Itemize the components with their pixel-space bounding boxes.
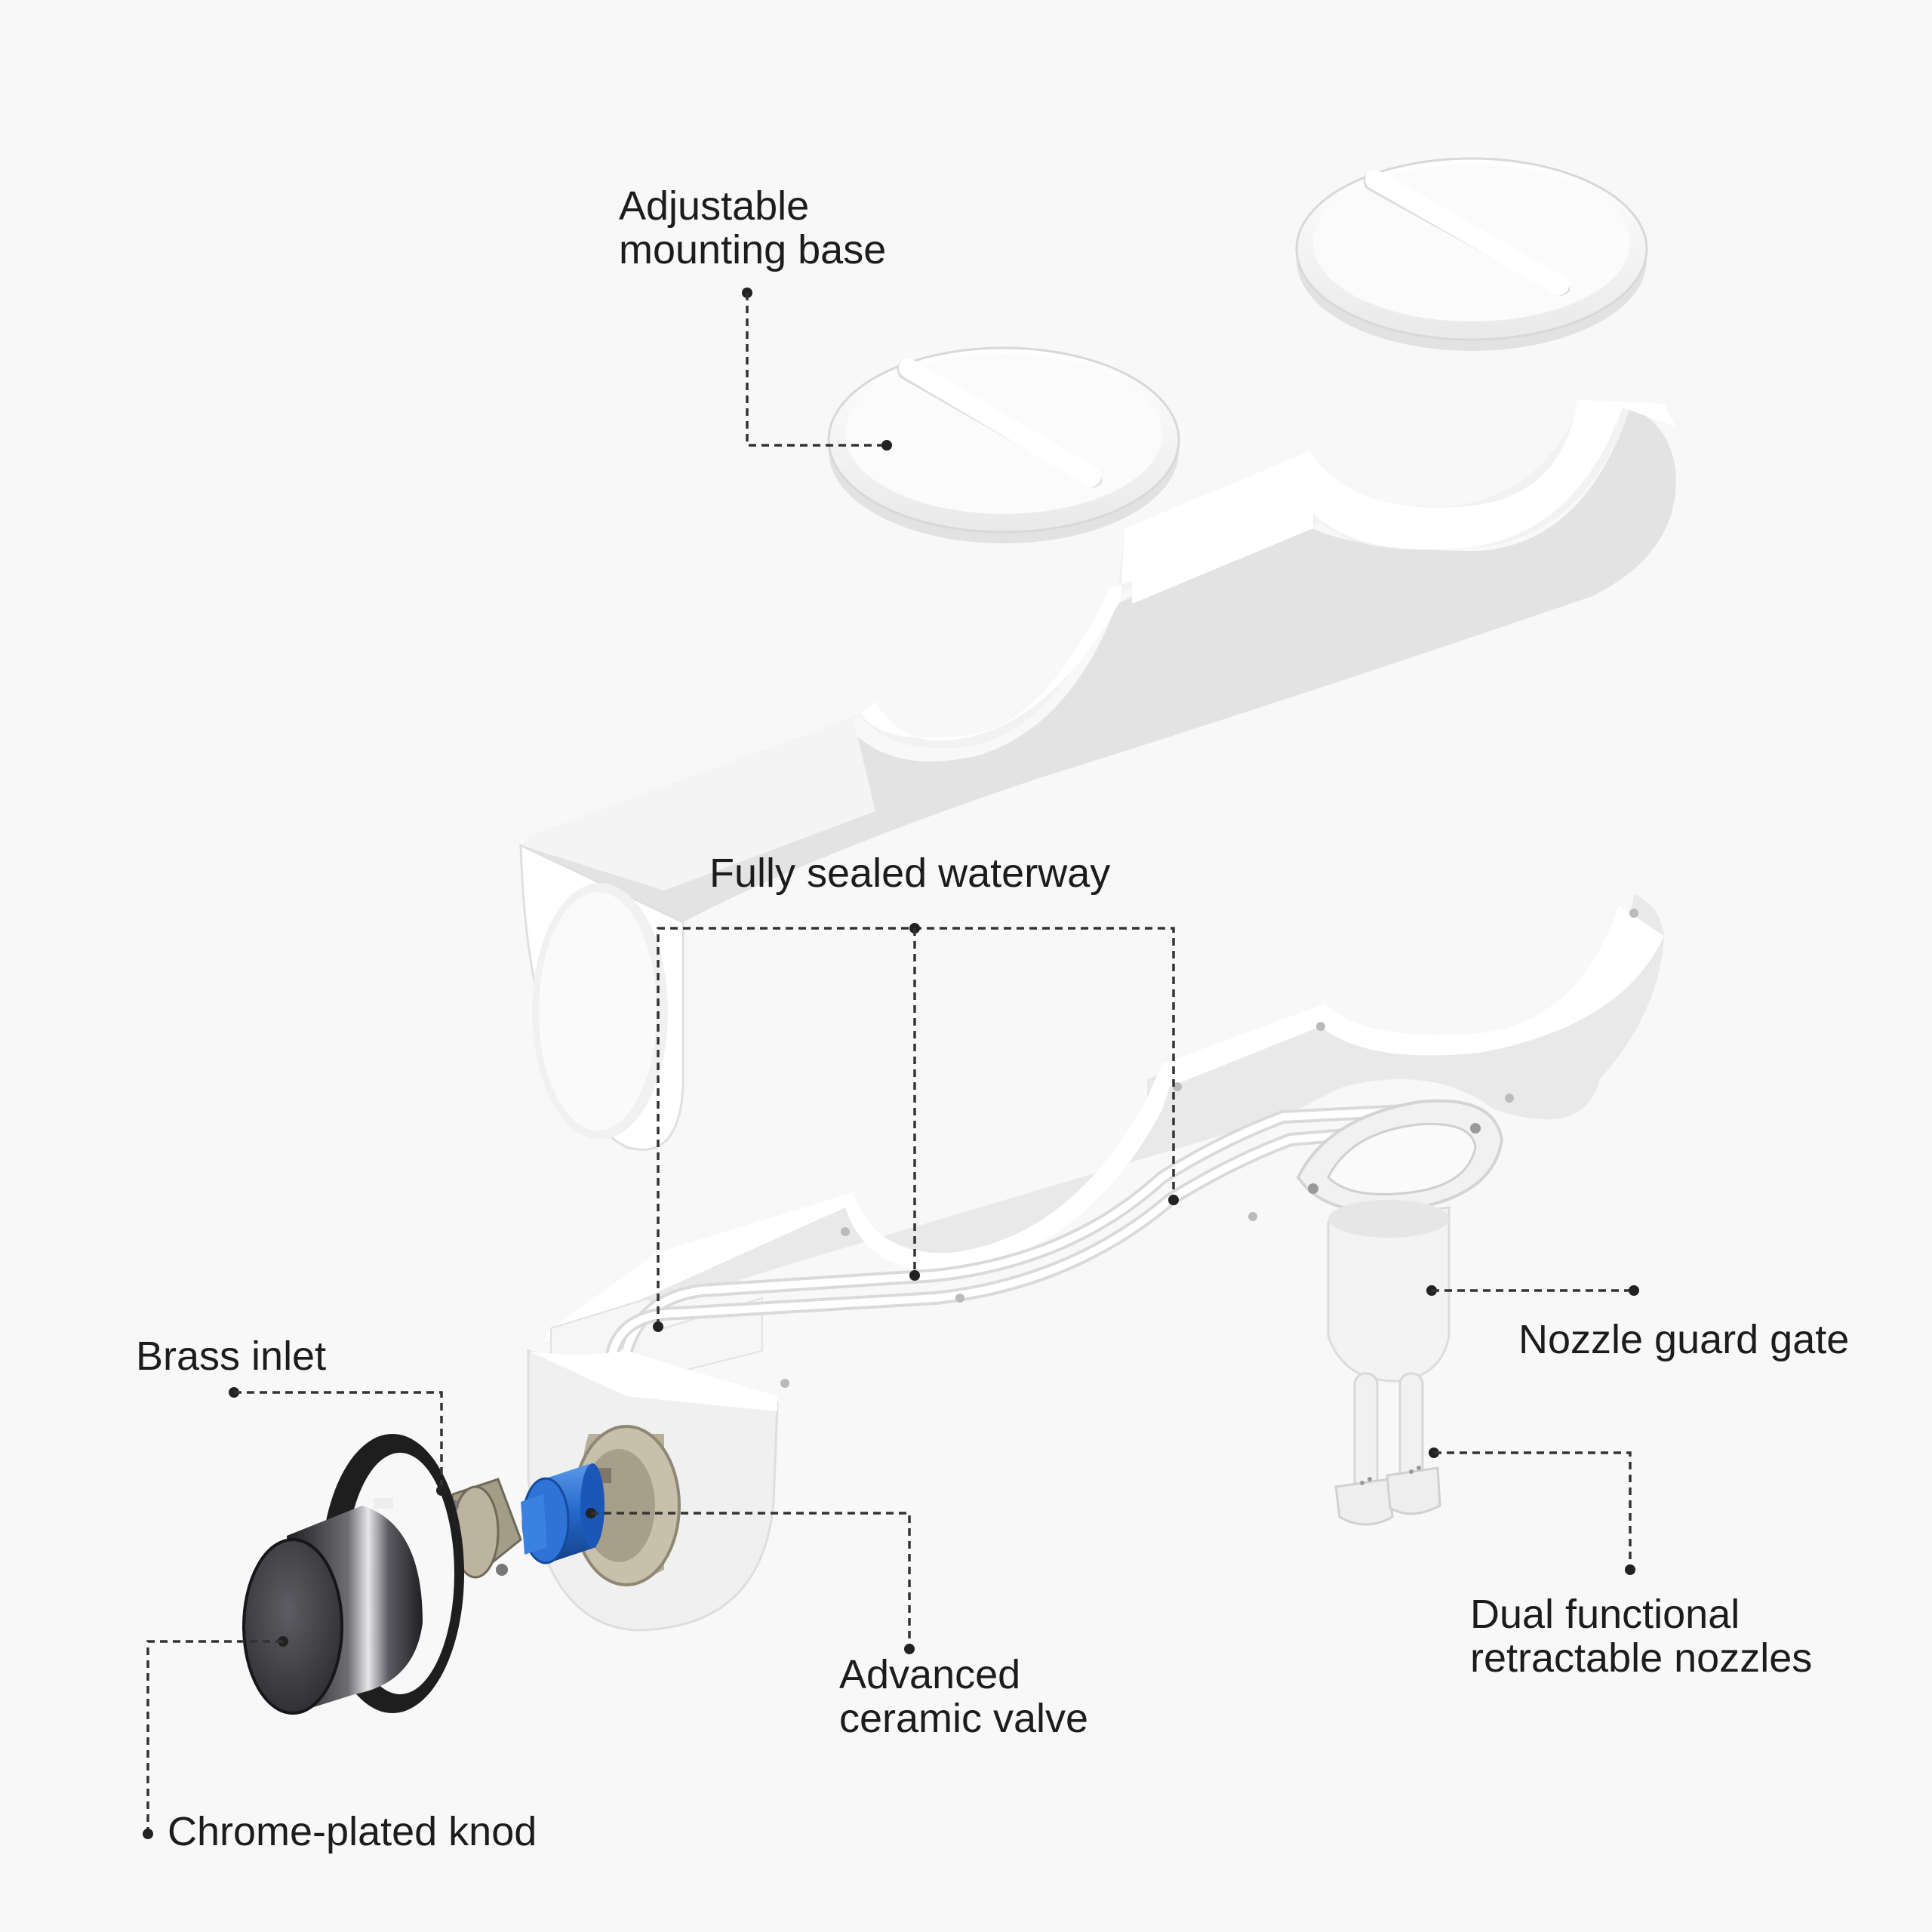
label-knob-text: Chrome-plated knod (168, 1810, 537, 1854)
label-nozzles-line1: Dual functional (1470, 1592, 1812, 1636)
label-mounting-base-line1: Adjustable (619, 184, 886, 228)
mounting-disc-right (1297, 158, 1647, 351)
label-waterway-text: Fully sealed waterway (709, 851, 1110, 895)
label-knob: Chrome-plated knod (168, 1810, 537, 1854)
label-waterway: Fully sealed waterway (709, 851, 1110, 895)
label-nozzles-line2: retractable nozzles (1470, 1636, 1812, 1680)
label-valve: Advanced ceramic valve (839, 1653, 1088, 1740)
label-brass-inlet-text: Brass inlet (136, 1334, 326, 1378)
label-valve-line2: ceramic valve (839, 1697, 1088, 1740)
nozzle-assembly (1328, 1200, 1449, 1524)
base-body (528, 894, 1664, 1630)
label-mounting-base-line2: mounting base (619, 228, 886, 272)
label-brass-inlet: Brass inlet (136, 1334, 326, 1378)
label-valve-line1: Advanced (839, 1653, 1088, 1697)
label-nozzles: Dual functional retractable nozzles (1470, 1592, 1812, 1680)
label-mounting-base: Adjustable mounting base (619, 184, 886, 272)
label-nozzle-guard-text: Nozzle guard gate (1518, 1318, 1849, 1361)
label-nozzle-guard: Nozzle guard gate (1518, 1318, 1849, 1361)
